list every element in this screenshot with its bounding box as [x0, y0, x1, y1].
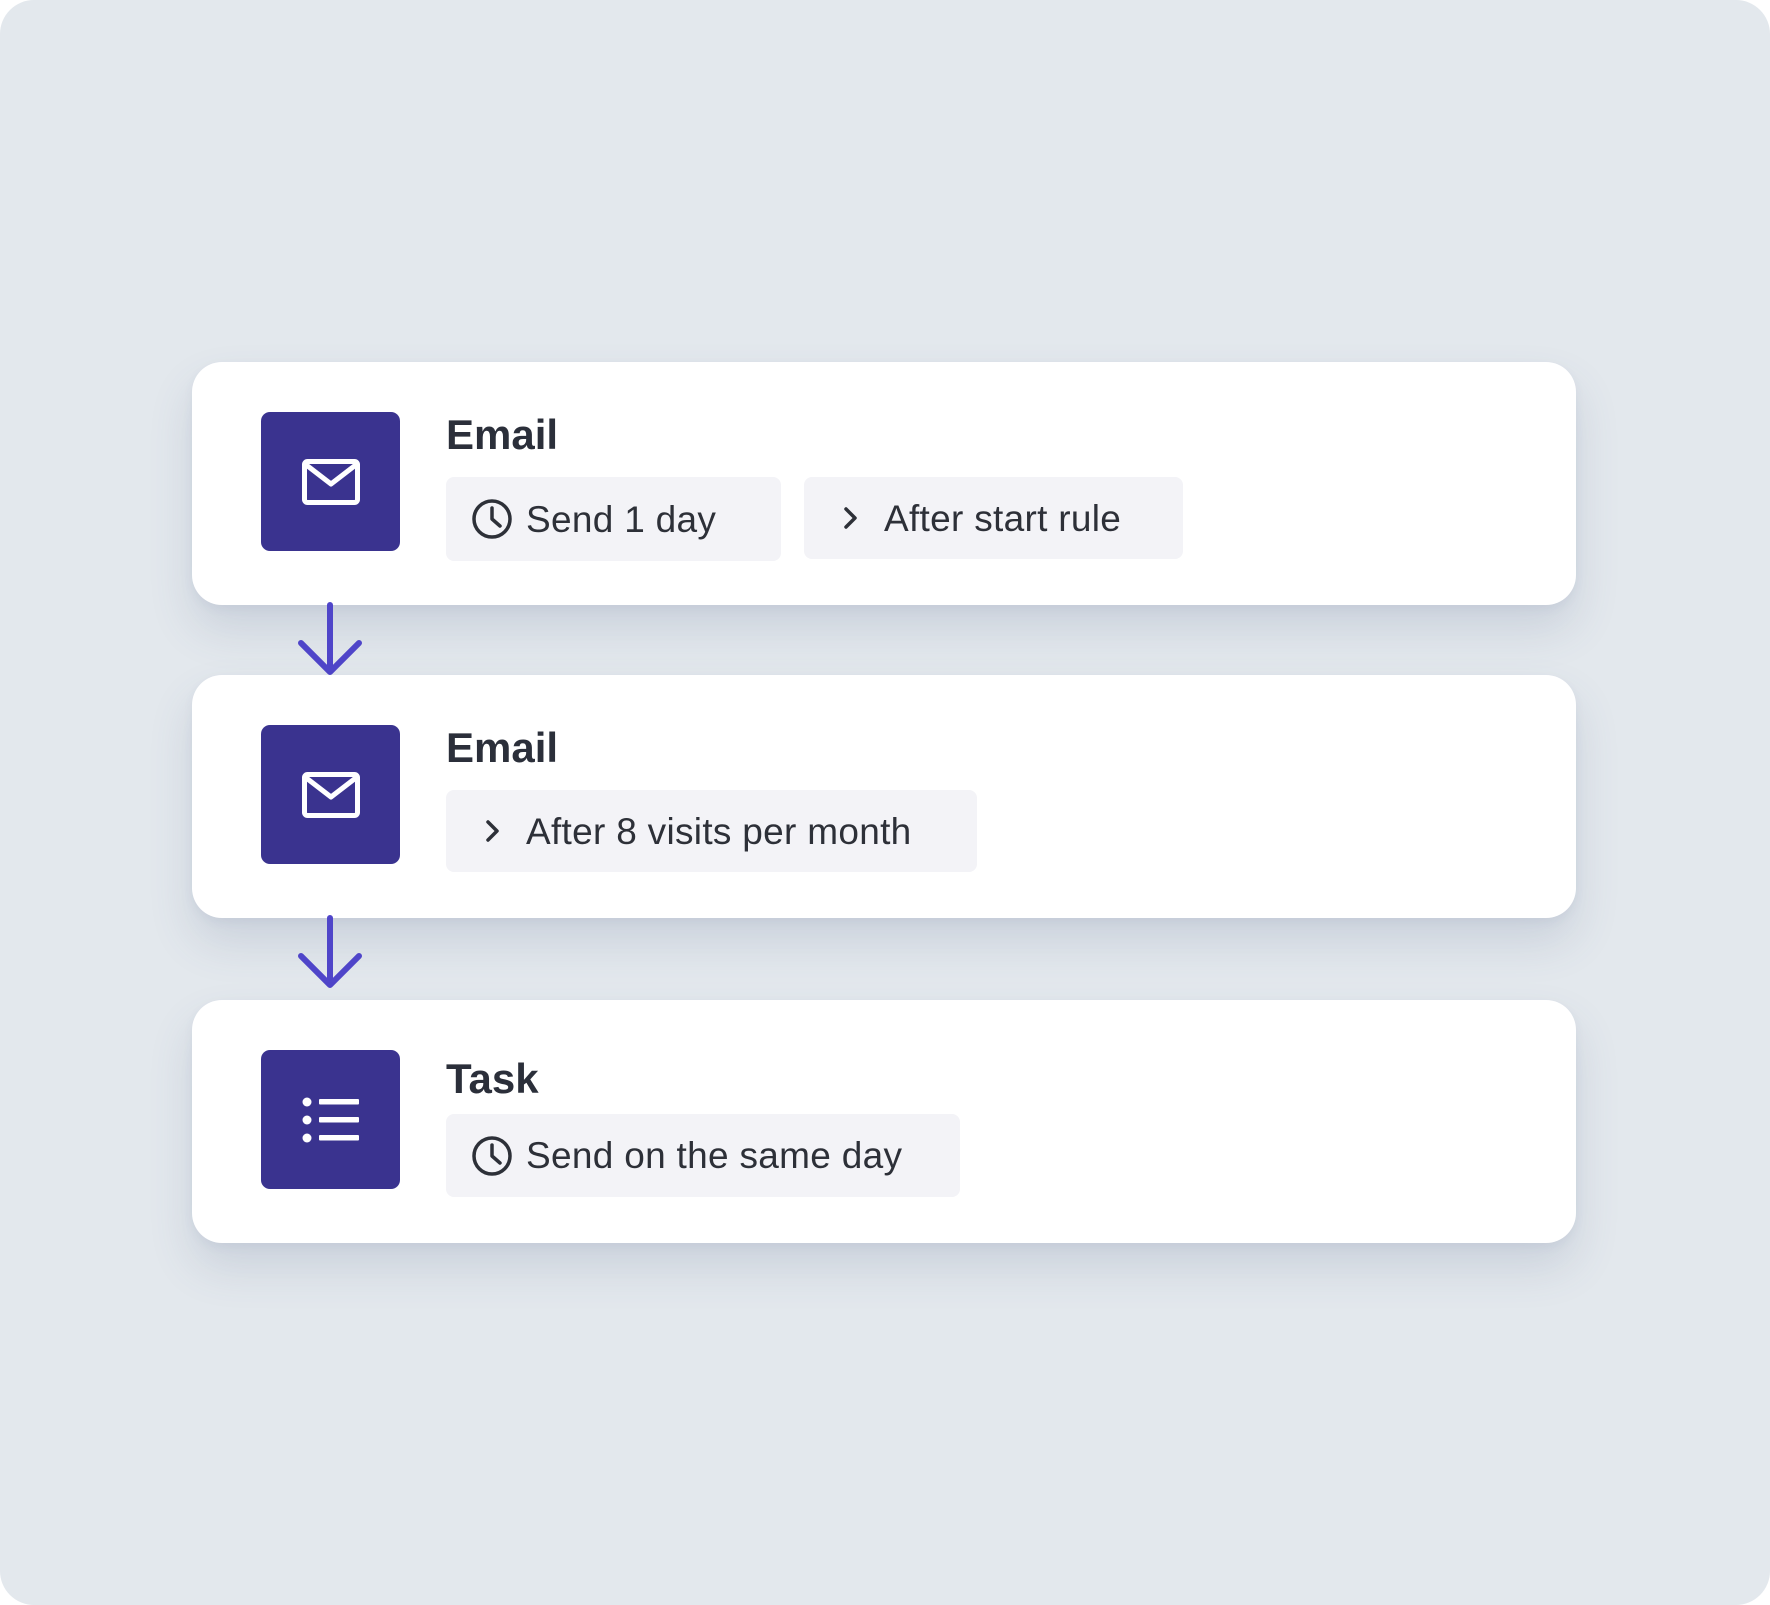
step-icon-tile: [261, 725, 400, 864]
chip-label: After 8 visits per month: [526, 810, 912, 852]
chip-label: Send on the same day: [526, 1135, 903, 1176]
clock-icon: [470, 497, 514, 541]
workflow-step-email-1[interactable]: Email Send 1 day After start rule: [192, 362, 1576, 605]
mail-icon: [301, 458, 360, 505]
clock-icon: [470, 1134, 514, 1178]
mail-icon: [301, 771, 360, 818]
workflow-step-task[interactable]: Task Send on the same day: [192, 1000, 1576, 1243]
step-title: Task: [446, 1055, 539, 1102]
chevron-right-icon: [828, 496, 872, 540]
task-list-icon: [302, 1097, 359, 1142]
timing-chip[interactable]: Send 1 day: [446, 477, 781, 561]
condition-chip[interactable]: After start rule: [804, 477, 1183, 559]
step-title: Email: [446, 411, 559, 458]
timing-chip[interactable]: Send on the same day: [446, 1114, 960, 1197]
arrow-down-icon: [298, 602, 362, 675]
chevron-right-icon: [470, 809, 514, 853]
arrow-down-icon: [298, 915, 362, 988]
step-title: Email: [446, 724, 559, 771]
workflow-step-email-2[interactable]: Email After 8 visits per month: [192, 675, 1576, 918]
step-icon-tile: [261, 412, 400, 551]
chip-label: Send 1 day: [526, 498, 717, 540]
step-icon-tile: [261, 1050, 400, 1189]
condition-chip[interactable]: After 8 visits per month: [446, 790, 977, 872]
chip-label: After start rule: [884, 497, 1122, 539]
